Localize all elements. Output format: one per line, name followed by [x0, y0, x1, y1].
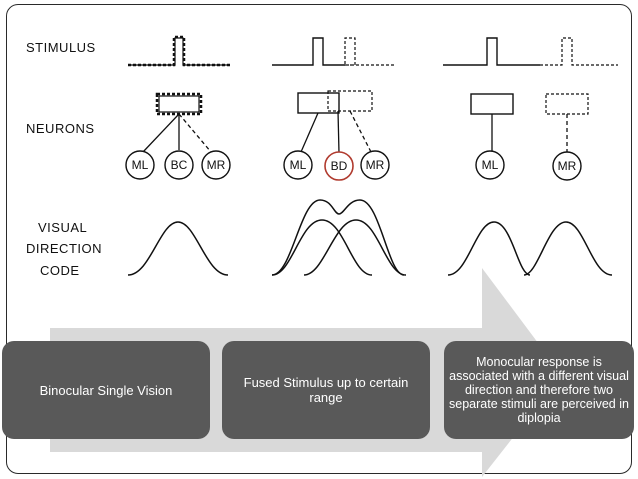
svg-text:BD: BD	[331, 159, 348, 173]
neurons-pair-near	[297, 90, 373, 114]
stimulus-pulse-pair-far	[443, 37, 618, 66]
neuron-binocular	[155, 92, 203, 116]
label-neurons: NEURONS	[26, 121, 95, 136]
stage-binocular-single-vision: Binocular Single Vision	[2, 341, 210, 439]
node-mr-left: MR	[201, 150, 231, 180]
node-bc: BC	[164, 150, 194, 180]
node-ml-right: ML	[475, 150, 505, 180]
label-stimulus: STIMULUS	[26, 40, 96, 55]
node-bd: BD	[324, 151, 354, 181]
direction-curves-separate	[447, 221, 613, 276]
svg-text:MR: MR	[558, 159, 577, 173]
stage-1-text: Binocular Single Vision	[39, 382, 173, 398]
slide-frame	[6, 4, 632, 474]
node-ml-left: ML	[125, 150, 155, 180]
node-mr-middle: MR	[360, 150, 390, 180]
stimulus-pulse-fused	[128, 35, 232, 67]
label-code: CODE	[40, 263, 80, 278]
stage-2-text: Fused Stimulus up to certain range	[243, 375, 409, 405]
direction-curve-single	[127, 221, 229, 276]
connections-middle	[300, 110, 372, 154]
connections-left	[142, 113, 212, 153]
svg-text:ML: ML	[290, 158, 307, 172]
svg-text:ML: ML	[132, 158, 149, 172]
stimulus-pulse-pair-near	[272, 37, 396, 66]
label-visual: VISUAL	[38, 220, 87, 235]
connections-right	[491, 114, 568, 152]
svg-text:MR: MR	[366, 158, 385, 172]
stage-fused-stimulus: Fused Stimulus up to certain range	[222, 341, 430, 439]
svg-text:BC: BC	[171, 158, 188, 172]
svg-text:MR: MR	[207, 158, 226, 172]
stage-3-text: Monocular response is associated with a …	[449, 355, 629, 425]
stage-diplopia: Monocular response is associated with a …	[444, 341, 634, 439]
node-ml-middle: ML	[283, 150, 313, 180]
neurons-separate	[470, 93, 589, 115]
node-mr-right: MR	[552, 151, 582, 181]
svg-text:ML: ML	[482, 158, 499, 172]
label-direction: DIRECTION	[26, 241, 102, 256]
direction-curves-fused	[271, 199, 407, 276]
